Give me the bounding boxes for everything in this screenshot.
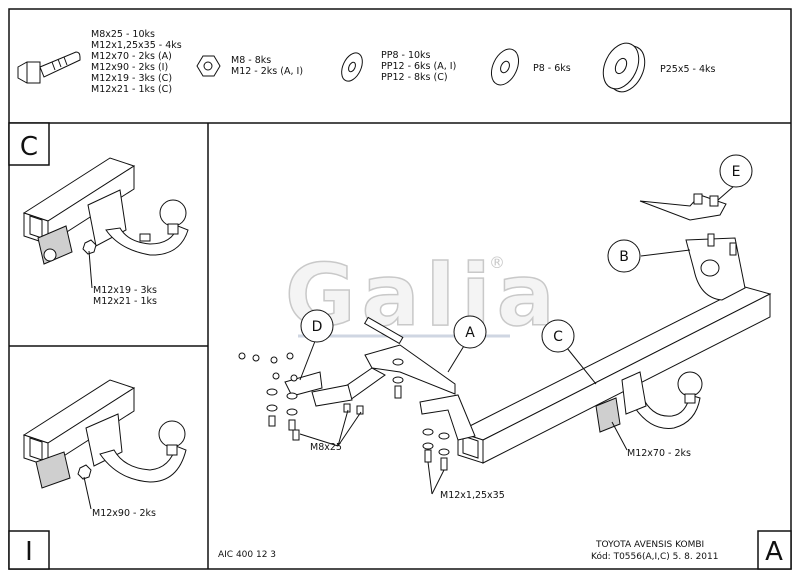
- washer-p8-spec: P8 - 6ks: [533, 63, 571, 74]
- bolt-spec-6: M12x21 - 1ks (C): [91, 84, 172, 95]
- panel-c-towbar-drawing: [22, 157, 189, 265]
- nut-icon: [196, 55, 221, 77]
- label-m12x70: M12x70 - 2ks: [627, 448, 691, 459]
- bolt-spec-1: M8x25 - 10ks: [91, 29, 155, 40]
- label-m12x35: M12x1,25x35: [440, 490, 505, 501]
- washer-pp-spec-2: PP12 - 6ks (A, I): [381, 61, 456, 72]
- washer-p8-icon: [490, 48, 520, 86]
- panel-c-letter: C: [20, 132, 38, 162]
- main-letter: A: [765, 537, 783, 567]
- drawing-code: AIC 400 12 3: [218, 550, 276, 560]
- bolt-icon: [17, 51, 81, 84]
- svg-text:B: B: [619, 249, 629, 265]
- bolt-spec-4: M12x90 - 2ks (I): [91, 62, 168, 73]
- washer-pp-icon: [341, 52, 363, 82]
- registered-mark: ®: [489, 253, 505, 272]
- washer-pp-spec-1: PP8 - 10ks: [381, 50, 431, 61]
- washer-p25-spec: P25x5 - 4ks: [660, 64, 715, 75]
- panel-c-leader: [88, 250, 93, 289]
- svg-text:D: D: [312, 319, 323, 335]
- outer-frame: [8, 8, 792, 570]
- bolt-spec-2: M12x1,25x35 - 4ks: [91, 40, 182, 51]
- callout-e: E: [719, 154, 753, 188]
- main-letter-box: [757, 530, 792, 570]
- nut-spec-1: M8 - 8ks: [231, 55, 271, 66]
- nut-spec-2: M12 - 2ks (A, I): [231, 66, 303, 77]
- panel-i-letter-box: [8, 530, 50, 570]
- callout-a: A: [453, 315, 487, 349]
- panel-c-label-2: M12x21 - 1ks: [93, 296, 157, 307]
- svg-text:A: A: [465, 325, 475, 341]
- panel-i-letter: I: [25, 537, 33, 567]
- panel-i-leader: [83, 476, 92, 510]
- callout-d: D: [300, 309, 334, 343]
- panel-i-label: M12x90 - 2ks: [92, 508, 156, 519]
- washer-p25-icon: [602, 42, 646, 93]
- callout-c: C: [541, 319, 575, 353]
- panel-c-letter-box: [8, 122, 50, 166]
- svg-text:C: C: [553, 329, 563, 345]
- kod-date: Kód: T0556(A,I,C) 5. 8. 2011: [591, 551, 718, 562]
- main-crossbar-drawing: [284, 193, 772, 464]
- panel-i-towbar-drawing: [22, 379, 187, 489]
- svg-text:E: E: [732, 164, 741, 180]
- washer-pp-spec-3: PP12 - 8ks (C): [381, 72, 448, 83]
- callout-b: B: [607, 239, 641, 273]
- vehicle-name: TOYOTA AVENSIS KOMBI: [595, 540, 704, 550]
- panel-c-label-1: M12x19 - 3ks: [93, 285, 157, 296]
- label-m8x25: M8x25: [310, 442, 342, 453]
- bolt-spec-3: M12x70 - 2ks (A): [91, 51, 172, 62]
- bolt-spec-5: M12x19 - 3ks (C): [91, 73, 172, 84]
